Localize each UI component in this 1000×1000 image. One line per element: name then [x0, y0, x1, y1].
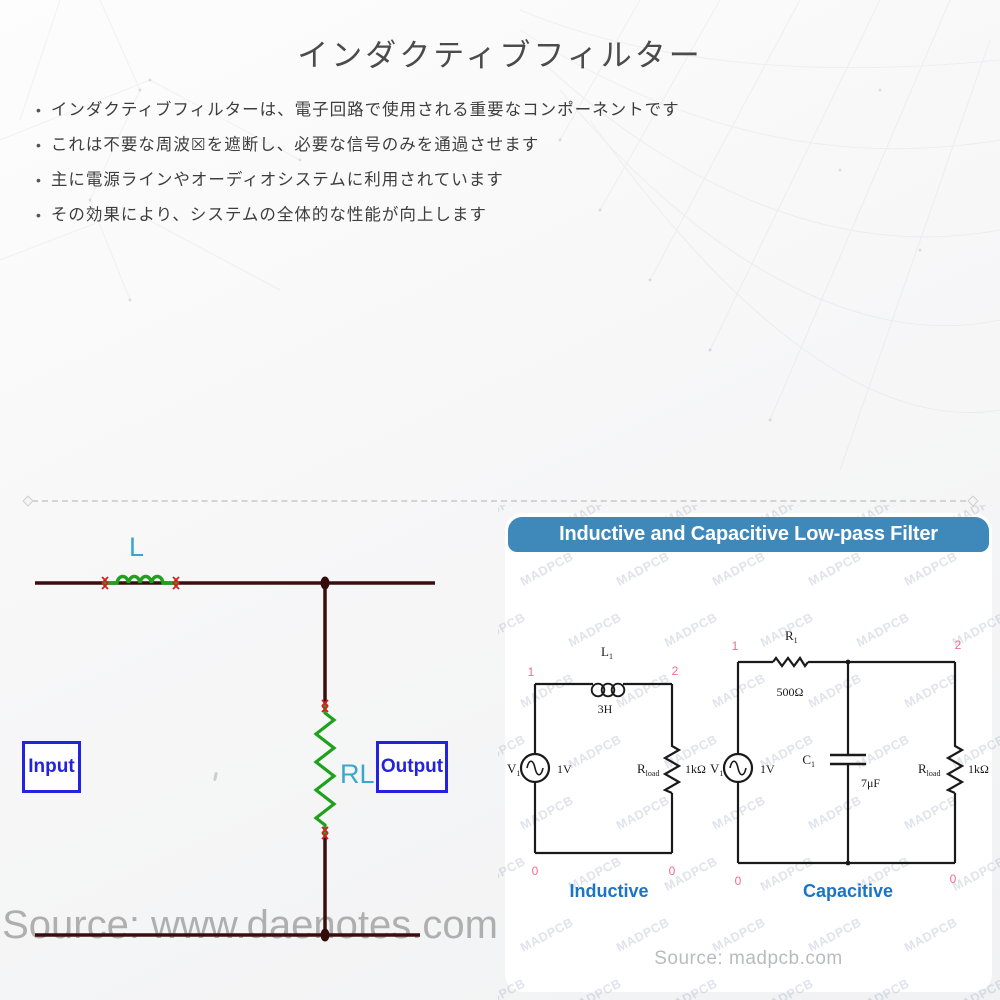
inductive-filter-schematic: L RL	[35, 532, 435, 942]
node-label: 0	[669, 864, 676, 878]
node-label: 0	[532, 864, 539, 878]
source-value: 1V	[760, 762, 775, 776]
node-label: 1	[732, 639, 739, 653]
load-resistor-zigzag	[945, 743, 965, 795]
node-label: 0	[735, 874, 742, 888]
input-label: Input	[28, 756, 75, 777]
output-label-box: Output	[376, 741, 448, 793]
inductor-coil	[103, 574, 178, 585]
bullet-item: 主に電源ラインやオーディオシステムに利用されています	[36, 163, 736, 198]
divider-endpoint-icon	[967, 495, 979, 507]
load-label: Rload	[637, 761, 659, 778]
capacitive-circuit: 1 2 0 0 R1 500Ω C1 7μF V1 1V Rload 1kΩ C…	[710, 628, 989, 901]
inductor-label: L	[129, 532, 144, 562]
connection-x-icons	[101, 576, 329, 840]
bullet-item: これは不要な周波☒を遮断し、必要な信号のみを通過させます	[36, 128, 736, 163]
sine-wave-icon	[729, 760, 747, 776]
inductor-value: 3H	[598, 702, 613, 716]
madpcb-source-text: Source: madpcb.com	[654, 948, 843, 969]
lowpass-circuits-figure: 1 2 0 0 L1 3H V1 1V Rload 1kΩ Inductive	[507, 628, 989, 901]
network-mesh-decoration	[88, 78, 922, 422]
junction-dot	[320, 928, 330, 942]
circuit-caption: Inductive	[569, 881, 648, 901]
node-label: 0	[950, 872, 957, 886]
section-divider	[32, 500, 966, 502]
load-resistor-zigzag	[313, 703, 337, 836]
source-label: V1	[507, 761, 520, 778]
wires	[533, 682, 674, 855]
page-title: インダクティブフィルター	[297, 38, 703, 73]
resistor-label: R1	[785, 628, 798, 645]
node-label: 2	[955, 638, 962, 652]
sine-wave-icon	[526, 760, 544, 776]
load-value: 1kΩ	[968, 762, 989, 776]
resistor-value: 500Ω	[777, 685, 804, 699]
source-value: 1V	[557, 762, 572, 776]
load-resistor-zigzag	[662, 743, 682, 795]
inductor-coil	[590, 682, 626, 698]
source-label: V1	[710, 761, 723, 778]
bullet-list: インダクティブフィルターは、電子回路で使用される重要なコンポーネントです これは…	[36, 93, 736, 233]
inductor-label: L1	[601, 644, 613, 661]
bullet-item: インダクティブフィルターは、電子回路で使用される重要なコンポーネントです	[36, 93, 736, 128]
bullet-item: その効果により、システムの全体的な性能が向上します	[36, 198, 736, 233]
load-value: 1kΩ	[685, 762, 706, 776]
junction-dot	[845, 659, 851, 665]
node-label: 2	[672, 664, 679, 678]
daenotes-source-watermark: Source: www.daenotes.com	[2, 903, 498, 947]
input-label-box: Input	[22, 741, 81, 793]
inductive-circuit: 1 2 0 0 L1 3H V1 1V Rload 1kΩ Inductive	[507, 644, 706, 901]
capacitor-label: C1	[802, 752, 815, 769]
lowpass-filter-card	[505, 513, 992, 992]
load-label: Rload	[918, 761, 940, 778]
capacitor-plates	[830, 753, 866, 766]
node-label: 1	[528, 665, 535, 679]
series-resistor-zigzag	[772, 656, 809, 668]
junction-dot	[320, 576, 330, 590]
junction-dot	[845, 860, 851, 866]
card-header: Inductive and Capacitive Low-pass Filter	[508, 517, 989, 552]
wires	[35, 581, 435, 937]
output-label: Output	[380, 756, 444, 777]
circuit-caption: Capacitive	[803, 881, 893, 901]
load-label: RL	[340, 759, 375, 789]
capacitor-value: 7μF	[861, 776, 880, 790]
